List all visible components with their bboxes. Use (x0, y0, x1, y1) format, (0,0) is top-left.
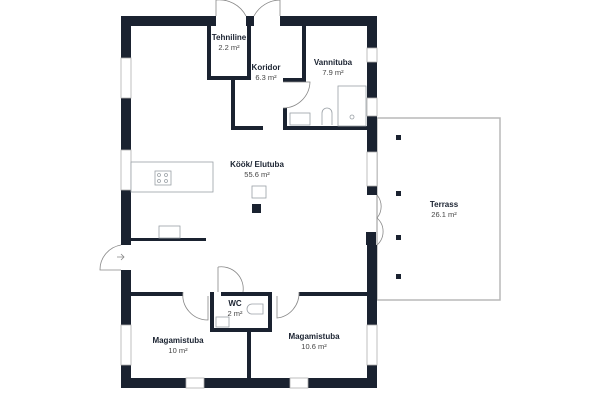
arrow-right-icon (117, 253, 125, 261)
terrace-outline (376, 117, 501, 301)
cooktop (154, 170, 172, 186)
kitchen-counter (130, 161, 214, 193)
sink (251, 185, 267, 199)
doors (99, 0, 384, 321)
windows (120, 47, 378, 389)
fixtures (130, 85, 367, 328)
